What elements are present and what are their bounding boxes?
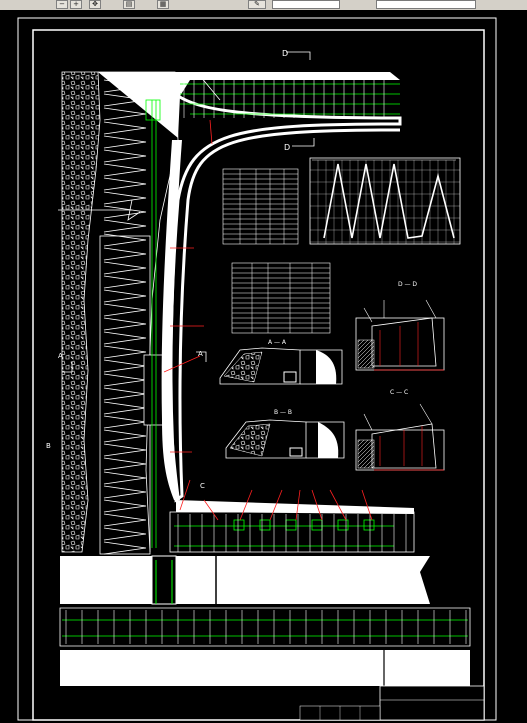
zoom-out-icon: − bbox=[59, 0, 65, 8]
style-combo[interactable] bbox=[376, 0, 476, 9]
schedule-chart bbox=[309, 157, 461, 245]
cad-drawing: D D A A B C A — A bbox=[17, 17, 497, 721]
section-mark-a-left: A bbox=[58, 352, 63, 360]
print-button[interactable]: ▤ bbox=[123, 0, 135, 9]
grid-button[interactable]: ▦ bbox=[157, 0, 169, 9]
section-mark-d-top: D bbox=[282, 49, 288, 58]
data-table-2 bbox=[231, 262, 331, 334]
layer-combo[interactable] bbox=[272, 0, 340, 9]
section-mark-c-bottom: C bbox=[200, 482, 205, 490]
schedule-curve bbox=[323, 163, 455, 239]
zoom-out-button[interactable]: − bbox=[56, 0, 68, 9]
data-table-1 bbox=[222, 168, 299, 245]
section-cut-d bbox=[199, 51, 315, 147]
lower-roadway-grid bbox=[177, 514, 407, 552]
upper-ventilation bbox=[180, 83, 400, 115]
zoom-in-icon: + bbox=[73, 0, 79, 8]
title-block bbox=[299, 685, 485, 721]
drawing-canvas[interactable]: D D A A B C A — A bbox=[0, 10, 527, 723]
print-icon: ▤ bbox=[125, 0, 133, 8]
lower-red-leaders bbox=[179, 479, 373, 521]
section-view-c-c bbox=[355, 403, 445, 471]
match-properties-icon: ✎ bbox=[254, 0, 260, 8]
zoom-in-button[interactable]: + bbox=[70, 0, 82, 9]
match-properties-button[interactable]: ✎ bbox=[248, 0, 266, 9]
view-label-c-c: C — C bbox=[390, 389, 408, 396]
haulage-grid bbox=[65, 610, 467, 644]
red-leader-lines bbox=[163, 119, 213, 453]
lower-roadway bbox=[169, 511, 415, 553]
section-view-d-d bbox=[355, 299, 445, 371]
view-label-b-b: B — B bbox=[274, 409, 292, 416]
grid-icon: ▦ bbox=[159, 0, 167, 8]
section-mark-d-bottom: D bbox=[284, 143, 290, 152]
section-cut-a bbox=[58, 199, 207, 373]
section-mark-b-left: B bbox=[46, 442, 51, 450]
pan-icon: ✥ bbox=[92, 0, 98, 8]
section-mark-a-right: A bbox=[198, 350, 203, 358]
shaft-ventilation bbox=[145, 99, 161, 548]
upper-drift bbox=[98, 72, 400, 138]
view-label-a-a: A — A bbox=[268, 339, 287, 346]
lower-ventilation bbox=[174, 519, 394, 547]
rock-strata bbox=[61, 71, 101, 553]
view-label-d-d: D — D bbox=[398, 281, 417, 288]
lower-drift-floor bbox=[176, 500, 414, 514]
sheet-frame bbox=[17, 17, 497, 721]
main-haulage bbox=[59, 555, 471, 686]
left-drift-wall bbox=[161, 140, 182, 500]
section-view-a-a bbox=[219, 347, 343, 385]
section-view-b-b bbox=[225, 419, 345, 459]
main-shaft bbox=[98, 71, 179, 555]
pan-button[interactable]: ✥ bbox=[89, 0, 101, 9]
upper-roadway-grid bbox=[183, 78, 385, 118]
